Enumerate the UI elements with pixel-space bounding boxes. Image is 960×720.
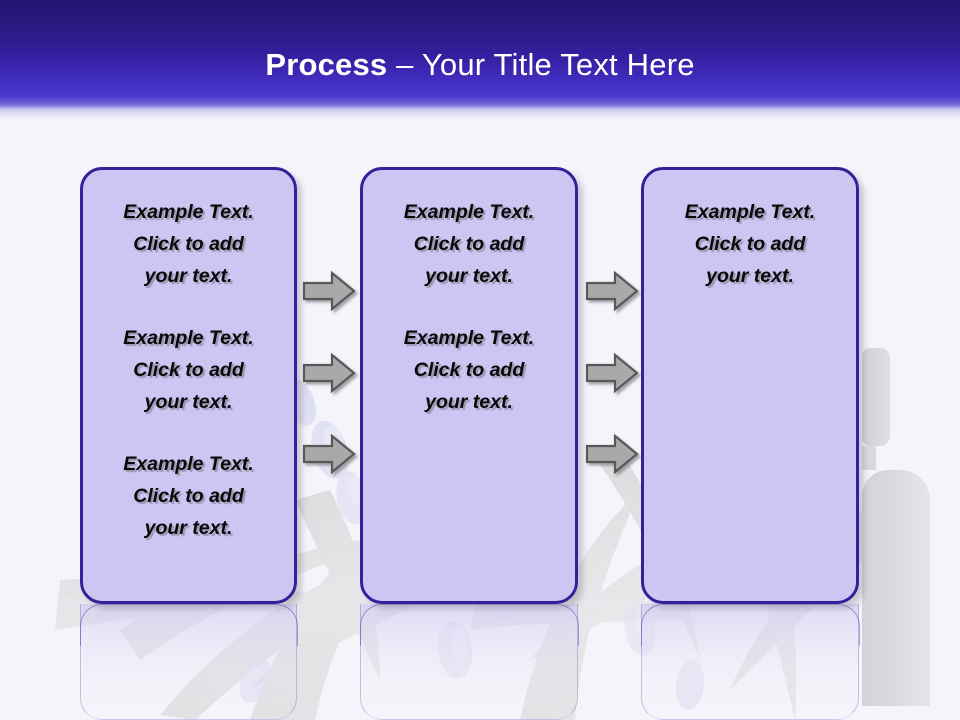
arrow-right-icon-2-1[interactable] bbox=[585, 270, 639, 312]
arrow-right-icon-1-2[interactable] bbox=[302, 352, 356, 394]
process-box-1-content: Example Text. Click to add your text. Ex… bbox=[89, 196, 288, 544]
slide-header-band bbox=[0, 0, 960, 108]
process-box-1-paragraph-2[interactable]: Example Text. Click to add your text. bbox=[123, 327, 254, 413]
process-box-2[interactable]: Example Text. Click to add your text. Ex… bbox=[360, 167, 578, 604]
reflection-column-2 bbox=[359, 604, 579, 720]
arrow-right-icon-1-3[interactable] bbox=[302, 433, 356, 475]
reflection-column-1 bbox=[79, 604, 298, 720]
reflection-column-3 bbox=[640, 604, 860, 720]
page-title[interactable]: Process – Your Title Text Here bbox=[0, 46, 960, 84]
page-title-rest: – Your Title Text Here bbox=[387, 47, 695, 82]
arrow-right-icon-2-3[interactable] bbox=[585, 433, 639, 475]
arrow-right-icon-1-1[interactable] bbox=[302, 270, 356, 312]
page-title-strong: Process bbox=[265, 47, 388, 82]
ghost-shape-upper bbox=[862, 348, 890, 446]
process-box-1[interactable]: Example Text. Click to add your text. Ex… bbox=[80, 167, 297, 604]
ghost-shape-lower bbox=[862, 470, 930, 706]
process-box-2-paragraph-1[interactable]: Example Text. Click to add your text. bbox=[403, 201, 535, 287]
arrow-right-icon-2-2[interactable] bbox=[585, 352, 639, 394]
process-box-1-paragraph-1[interactable]: Example Text. Click to add your text. bbox=[123, 201, 254, 287]
process-box-1-paragraph-3[interactable]: Example Text. Click to add your text. bbox=[123, 453, 254, 539]
process-box-3-content: Example Text. Click to add your text. bbox=[650, 196, 850, 292]
ghost-shape-connector bbox=[862, 446, 876, 470]
process-box-2-paragraph-2[interactable]: Example Text. Click to add your text. bbox=[403, 327, 535, 413]
process-box-3[interactable]: Example Text. Click to add your text. bbox=[641, 167, 859, 604]
process-box-3-paragraph-1[interactable]: Example Text. Click to add your text. bbox=[684, 201, 816, 287]
process-box-2-content: Example Text. Click to add your text. Ex… bbox=[369, 196, 569, 418]
